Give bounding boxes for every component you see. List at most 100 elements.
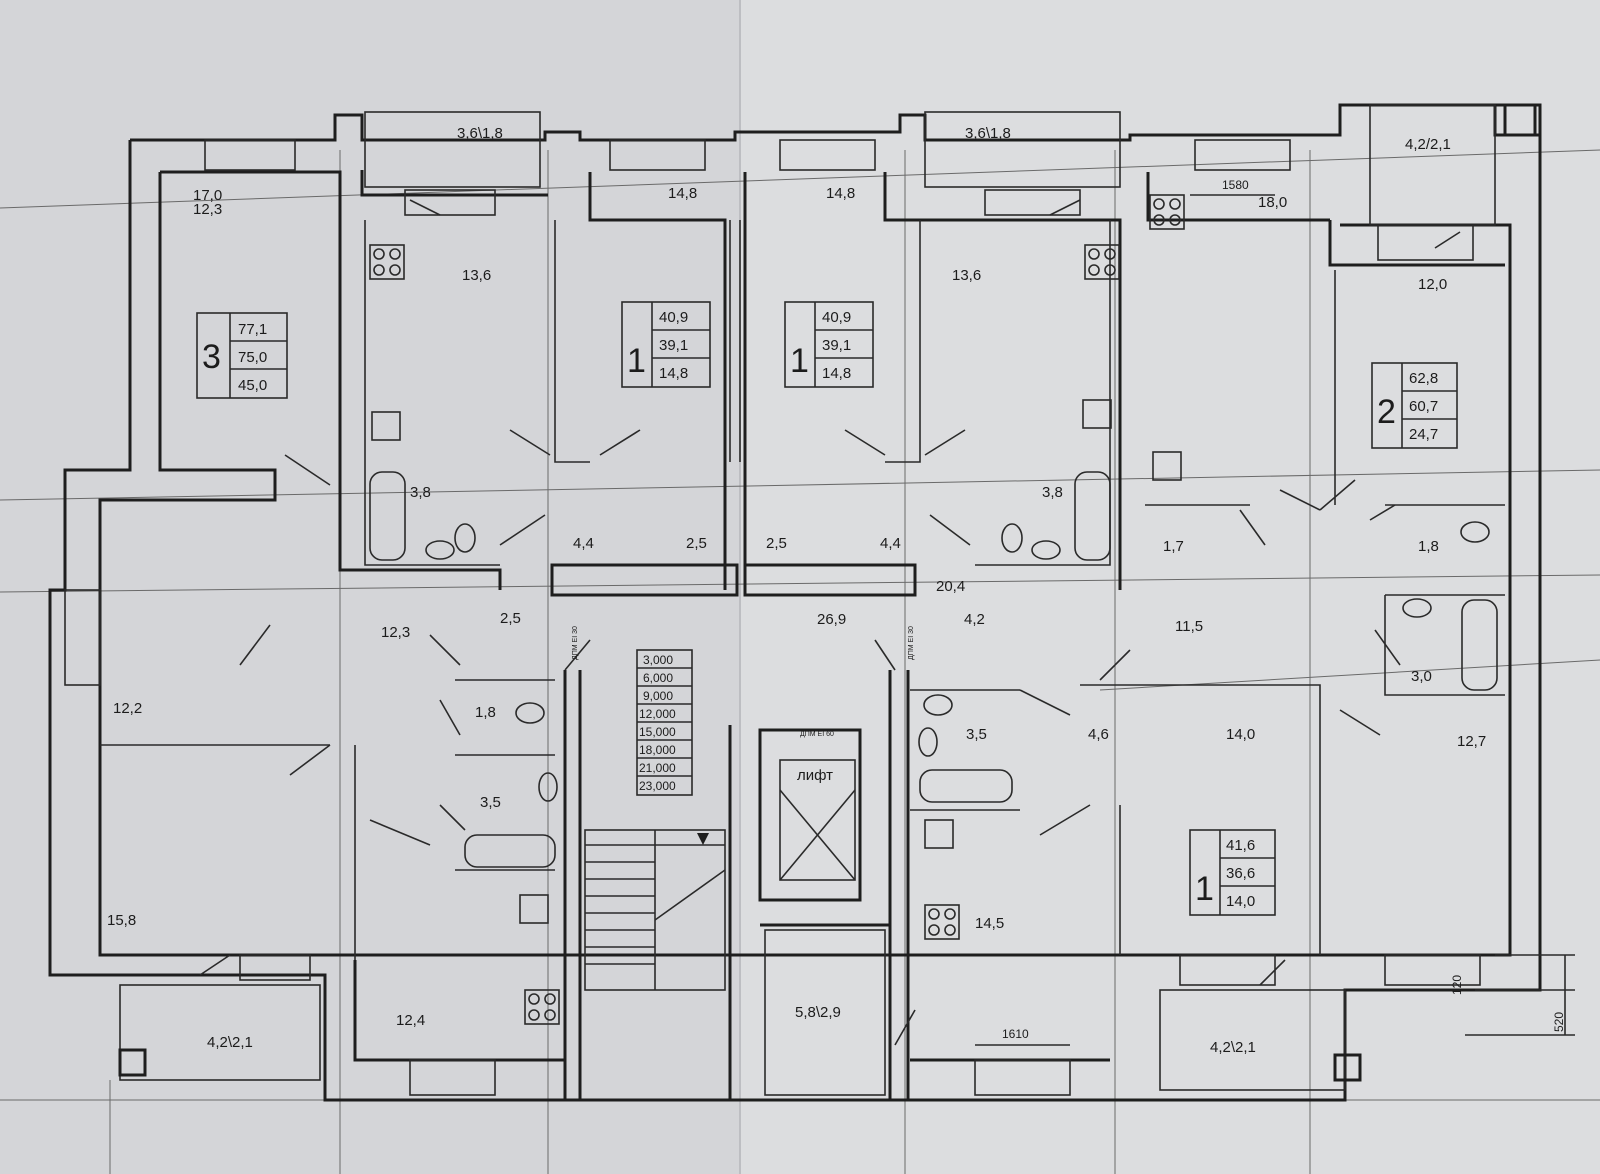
apartment-living-area: 60,7 bbox=[1409, 398, 1438, 415]
fire-door-label: ДПМ ЕI 30 bbox=[572, 626, 579, 660]
room-area: 2,5 bbox=[766, 535, 787, 552]
room-area: 2,5 bbox=[500, 610, 521, 627]
balcony-area: 4,2/2,1 bbox=[1405, 136, 1451, 153]
room-area: 3,5 bbox=[480, 794, 501, 811]
apartment-rooms: 1 bbox=[1195, 870, 1214, 908]
balcony-labels: 3,6\1,8 3,6\1,8 4,2/2,1 4,2\2,1 5,8\2,9 … bbox=[207, 125, 1451, 1056]
level-value: 18,000 bbox=[639, 743, 676, 757]
room-area: 4,6 bbox=[1088, 726, 1109, 743]
room-area: 3,5 bbox=[966, 726, 987, 743]
room-area: 17,0 bbox=[193, 187, 222, 204]
room-area: 12,0 bbox=[1418, 276, 1447, 293]
level-value: 21,000 bbox=[639, 761, 676, 775]
apartment-living-area: 39,1 bbox=[659, 337, 688, 354]
toilet-icon bbox=[515, 702, 545, 724]
dimension-label: 120 bbox=[1450, 975, 1464, 995]
room-labels: 17,0 12,3 14,8 14,8 18,0 13,6 13,6 12,0 … bbox=[107, 185, 1486, 1029]
apartment-total-area: 40,9 bbox=[822, 309, 851, 326]
sink-icon bbox=[371, 411, 401, 441]
toilet-icon bbox=[454, 523, 476, 553]
room-area: 1,8 bbox=[1418, 538, 1439, 555]
balcony-area: 4,2\2,1 bbox=[207, 1034, 253, 1051]
washbasin-icon bbox=[1402, 598, 1432, 618]
room-area: 4,2 bbox=[964, 611, 985, 628]
apartment-room-area: 24,7 bbox=[1409, 426, 1438, 443]
bathtub-icon bbox=[1074, 471, 1111, 561]
washbasin-icon bbox=[1031, 540, 1061, 560]
interior-walls bbox=[100, 170, 1505, 1100]
stove-icon bbox=[369, 244, 405, 280]
apartment-total-area: 41,6 bbox=[1226, 837, 1255, 854]
apartment-box-3: 1 40,9 39,1 14,8 bbox=[784, 301, 874, 388]
balcony-area: 3,6\1,8 bbox=[965, 125, 1011, 142]
sink-icon bbox=[519, 894, 549, 924]
balcony-area: 5,8\2,9 bbox=[795, 1004, 841, 1021]
level-value: 15,000 bbox=[639, 725, 676, 739]
balconies bbox=[118, 104, 1496, 1096]
balcony-area: 3,6\1,8 bbox=[457, 125, 503, 142]
balcony-area: 4,2\2,1 bbox=[1210, 1039, 1256, 1056]
level-value: 9,000 bbox=[643, 689, 673, 703]
room-area: 12,4 bbox=[396, 1012, 425, 1029]
dimension-label: 520 bbox=[1552, 1012, 1566, 1032]
room-area: 1,7 bbox=[1163, 538, 1184, 555]
apartment-living-area: 39,1 bbox=[822, 337, 851, 354]
room-area: 18,0 bbox=[1258, 194, 1287, 211]
sink-icon bbox=[924, 819, 954, 849]
bathtub-icon bbox=[919, 769, 1013, 803]
room-area: 13,6 bbox=[462, 267, 491, 284]
level-value: 6,000 bbox=[643, 671, 673, 685]
apartment-rooms: 1 bbox=[627, 342, 646, 380]
apartment-total-area: 77,1 bbox=[238, 321, 267, 338]
level-value: 23,000 bbox=[639, 779, 676, 793]
bathtub-icon bbox=[1461, 599, 1498, 691]
room-area: 14,8 bbox=[668, 185, 697, 202]
room-area: 14,5 bbox=[975, 915, 1004, 932]
bathtub-icon bbox=[464, 834, 556, 868]
stove-icon bbox=[524, 989, 560, 1025]
bathtub-icon bbox=[369, 471, 406, 561]
room-area: 4,4 bbox=[880, 535, 901, 552]
apartment-rooms: 3 bbox=[202, 338, 221, 376]
room-area: 20,4 bbox=[936, 578, 965, 595]
toilet-icon bbox=[1460, 521, 1490, 543]
stove-icon bbox=[1149, 194, 1185, 230]
toilet-icon bbox=[1001, 523, 1023, 553]
apartment-living-area: 75,0 bbox=[238, 349, 267, 366]
fire-door-label: ДПМ ЕI 60 bbox=[800, 731, 834, 738]
room-area: 11,5 bbox=[1175, 618, 1203, 635]
level-value: 12,000 bbox=[639, 707, 676, 721]
room-area: 15,8 bbox=[107, 912, 136, 929]
sink-icon bbox=[1082, 399, 1112, 429]
dimension-label: 1610 bbox=[1002, 1027, 1029, 1041]
room-area: 13,6 bbox=[952, 267, 981, 284]
room-area: 4,4 bbox=[573, 535, 594, 552]
sink-icon bbox=[1152, 451, 1182, 481]
apartment-box-5: 1 41,6 36,6 14,0 bbox=[1189, 829, 1276, 916]
stove-icon bbox=[924, 904, 960, 940]
staircase bbox=[584, 829, 726, 991]
apartment-box-1: 3 77,1 75,0 45,0 bbox=[196, 312, 288, 399]
fire-door-label: ДПМ ЕI 30 bbox=[908, 626, 915, 660]
washbasin-icon bbox=[425, 540, 455, 560]
apartment-room-area: 14,8 bbox=[659, 365, 688, 382]
room-area: 14,8 bbox=[826, 185, 855, 202]
level-value: 3,000 bbox=[643, 653, 673, 667]
room-area: 12,3 bbox=[381, 624, 410, 641]
dimension-lines bbox=[975, 194, 1575, 1046]
apartment-box-4: 2 62,8 60,7 24,7 bbox=[1371, 362, 1458, 449]
room-area: 3,8 bbox=[410, 484, 431, 501]
apartment-living-area: 36,6 bbox=[1226, 865, 1255, 882]
level-table: 3,000 6,000 9,000 12,000 15,000 18,000 2… bbox=[636, 649, 693, 796]
toilet-icon bbox=[923, 694, 953, 716]
apartment-room-area: 45,0 bbox=[238, 377, 267, 394]
apartment-total-area: 62,8 bbox=[1409, 370, 1438, 387]
room-area: 3,0 bbox=[1411, 668, 1432, 685]
apartment-room-area: 14,0 bbox=[1226, 893, 1255, 910]
lift-shaft bbox=[779, 759, 856, 881]
doors bbox=[199, 199, 1461, 1046]
construction-lines bbox=[0, 149, 1600, 1174]
washbasin-icon bbox=[538, 772, 558, 802]
lift-label: лифт bbox=[797, 767, 833, 784]
